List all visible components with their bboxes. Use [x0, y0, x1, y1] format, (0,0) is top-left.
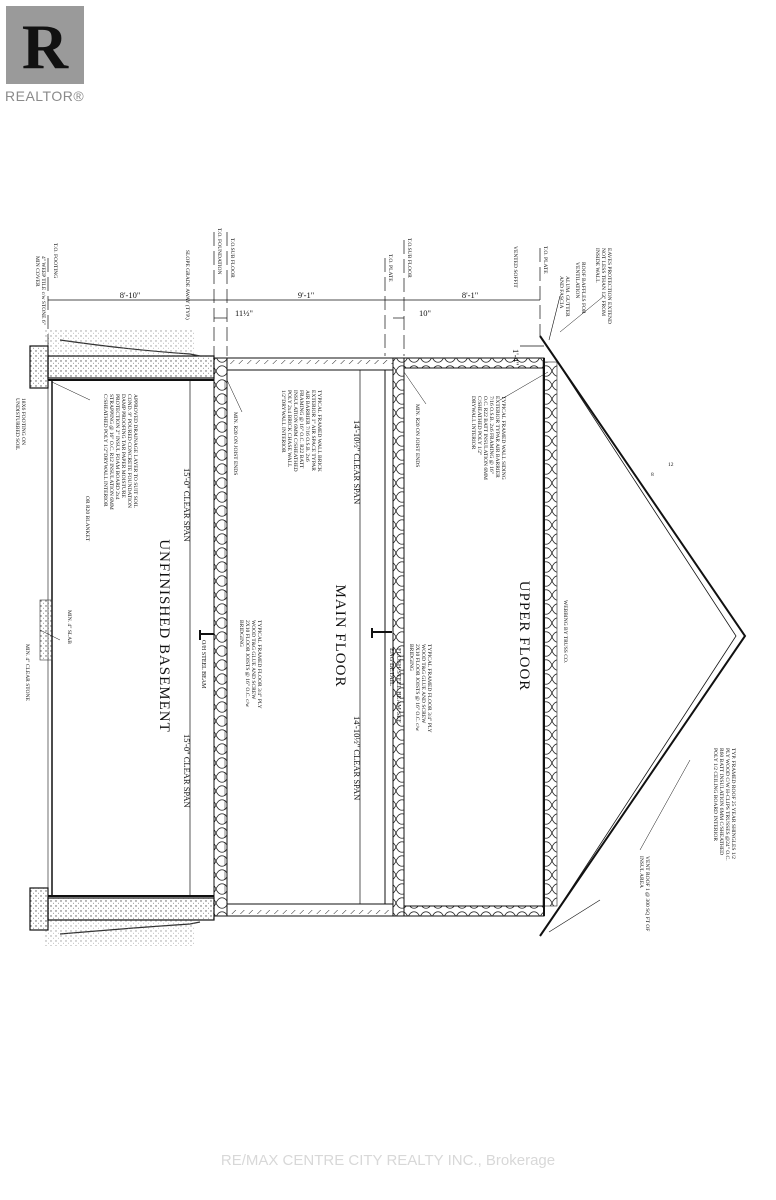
note-upper-wall: TYPICAL FRAMED WALL SIDING EXTERIOR TYPA…	[470, 396, 506, 480]
flush-steel-beam	[371, 628, 392, 638]
label-plate-upper: T.O. PLATE	[542, 246, 548, 274]
leader-lines	[39, 295, 691, 851]
basement-label: UNFINISHED BASEMENT	[156, 539, 172, 733]
realtor-label: REALTOR®	[5, 88, 85, 104]
room-labels: UPPER FLOOR MAIN FLOOR UNFINISHED BASEME…	[156, 539, 532, 733]
foundation-walls	[29, 345, 215, 931]
label-footing: T.O. FOOTING	[52, 243, 58, 278]
note-vent: VENT ROOF 1 @ 300 SQ FT OF INSUL AREA	[638, 856, 650, 932]
footing-right	[29, 887, 49, 931]
brokerage-watermark: RE/MAX CENTRE CITY REALTY INC., Brokerag…	[220, 1152, 556, 1169]
footing-left	[29, 345, 49, 389]
oh-steel-beam	[199, 380, 226, 896]
dim-span-base-left: 15'-0" CLEAR SPAN	[182, 468, 192, 542]
upper-floor-label: UPPER FLOOR	[516, 581, 532, 692]
dim-floor-depth: 10"	[419, 308, 431, 318]
upper-floor-walls	[403, 357, 545, 917]
label-plate-main: T.O. PLATE	[387, 254, 393, 282]
dim-span-main-right: 14'-10½" CLEAR SPAN	[352, 716, 362, 800]
note-eaves: EAVES PROTECTION EXTEND NOT LESS THAN 12…	[594, 248, 612, 324]
note-clear-stone: MIN. 4" CLEAR STONE	[24, 644, 30, 701]
note-footing: 18X6 FOOTING ON UNDISTURBED SOIL	[14, 398, 26, 451]
dim-main-height: 9'-1"	[298, 290, 314, 300]
note-foundation: APPROVED DRAINAGE LAYER TO SUIT SOIL CON…	[102, 394, 138, 510]
dim-span-base-right: 15'-0" CLEAR SPAN	[182, 734, 192, 808]
note-blanket: OR R20 BLANKET	[84, 496, 90, 542]
dim-span-main-left: 14'-10½" CLEAR SPAN	[352, 420, 362, 504]
dim-overhang: 1'-4"	[511, 349, 521, 365]
roof	[539, 295, 747, 937]
basement-slab	[39, 380, 53, 896]
note-oh-beam: O/H STEEL BEAM	[200, 640, 206, 689]
label-vented-soffit: VENTED SOFFIT	[512, 246, 518, 288]
note-rim-main: MIN. R20 ON JOIST ENDS	[232, 412, 238, 476]
label-subfloor-main: T.O.SUB FLOOR	[229, 238, 235, 278]
attic-insulation	[542, 361, 558, 907]
dim-subfloor: 11½"	[235, 308, 253, 318]
dimension-text: 8'-10" 9'-1" 8'-1" 11½" 10" 1'-4" 14'-10…	[120, 290, 674, 808]
note-flush-beam: FLUSH STEEL BEAM SEE ENG DETAIL	[388, 648, 402, 724]
dim-upper-height: 8'-1"	[462, 290, 478, 300]
note-upper-floor: TYPICAL FRAMED FLOOR 3/4" PLY WOOD T&G G…	[408, 644, 432, 733]
label-slope: SLOPE GRADE AWAY (TYP.)	[184, 250, 191, 320]
note-weep: 4" WEEP TILE c/w STONE 6" MIN COVER	[34, 256, 46, 325]
note-main-floor: TYPICAL FRAMED FLOOR 3/4" PLY WOOD T&G G…	[238, 620, 262, 709]
note-rim-upper: MIN. R20 ON JOIST ENDS	[414, 404, 420, 468]
level-labels: T.O. FOOTING SLOPE GRADE AWAY (TYP.) T.O…	[52, 228, 548, 320]
note-webbing: WEBBING BY TRUSS CO.	[562, 600, 568, 664]
pitch-run: 8	[651, 472, 654, 478]
main-floor-label: MAIN FLOOR	[332, 585, 348, 688]
pitch-rise: 12	[668, 462, 674, 468]
dim-basement-height: 8'-10"	[120, 290, 141, 300]
note-roof: TYP. FRAMED ROOF 25 YEAR SHINGLES 1/2 PL…	[712, 748, 736, 861]
note-main-wall: TYPICAL FRAMED WALL BRICK EXTERIOR 1" AI…	[280, 390, 322, 472]
realtor-logo: R	[6, 6, 84, 84]
dimension-lines	[48, 299, 544, 904]
level-datums	[47, 232, 541, 356]
label-subfloor-upper: T.O.SUB FLOOR	[406, 238, 412, 278]
logo-letter: R	[22, 11, 69, 82]
note-baffles: ROOF BAFFLES FOR VENTILATION	[574, 262, 586, 314]
note-slab: MIN. 4" SLAB	[66, 610, 72, 644]
upper-floor-joists	[392, 357, 405, 917]
realtor-r-icon: R	[22, 11, 69, 82]
note-gutter: ALUM. GUTTER AND FASCIA	[558, 276, 570, 317]
label-foundation: T.O. FOUNDATION	[216, 228, 222, 275]
